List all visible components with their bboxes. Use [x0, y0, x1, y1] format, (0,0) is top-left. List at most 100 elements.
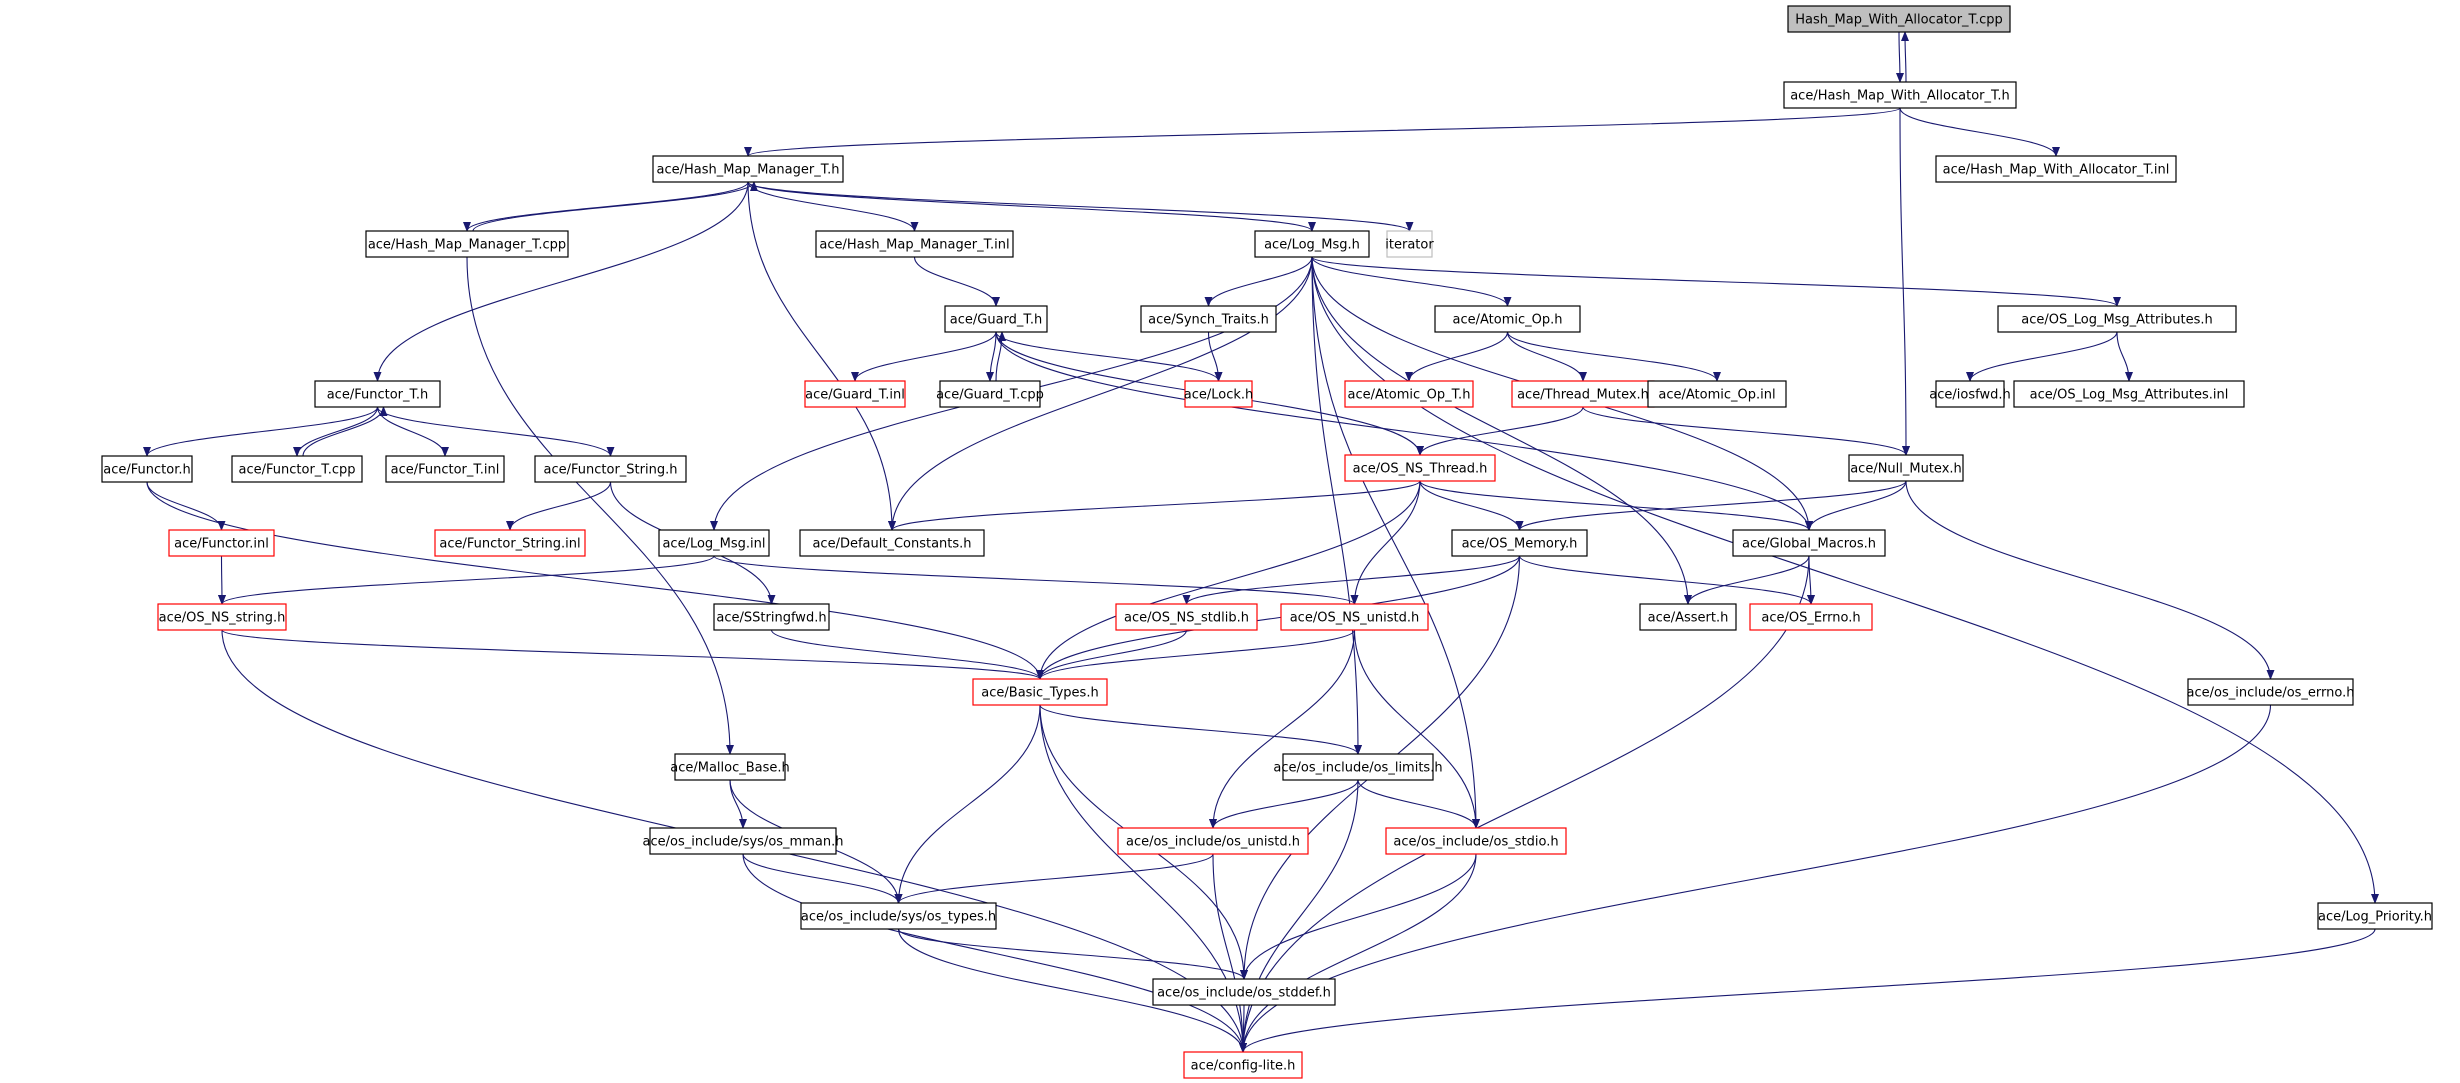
- node-label: ace/Guard_T.cpp: [936, 388, 1044, 403]
- edge-line: [897, 928, 1248, 980]
- node-hmm-h[interactable]: ace/Hash_Map_Manager_T.h: [652, 155, 844, 183]
- edge-hmm_h-to-iterator: [747, 181, 1414, 232]
- edge-hmm_h-to-default_constants: [747, 181, 896, 531]
- node-os-ns-stdlib[interactable]: ace/OS_NS_stdlib.h: [1115, 603, 1258, 631]
- node-guard-h[interactable]: ace/Guard_T.h: [944, 305, 1048, 333]
- node-label: ace/OS_NS_unistd.h: [1290, 611, 1420, 626]
- node-synch-traits[interactable]: ace/Synch_Traits.h: [1140, 305, 1277, 333]
- edge-log_msg_h-to-atomic_op_h: [1311, 256, 1512, 307]
- node-os-log-attr-h[interactable]: ace/OS_Log_Msg_Attributes.h: [1997, 305, 2237, 333]
- node-atomic-op-h[interactable]: ace/Atomic_Op.h: [1434, 305, 1581, 333]
- edge-os_stdio-to-config_lite: [1239, 853, 1477, 1053]
- node-label: ace/Thread_Mutex.h: [1517, 388, 1649, 403]
- node-box: [314, 380, 441, 408]
- node-os-ns-thread[interactable]: ace/OS_NS_Thread.h: [1344, 454, 1496, 482]
- edge-hmm_h-to-hmm_cpp: [463, 181, 749, 232]
- edge-log_msg_h-to-default_constants: [888, 256, 1313, 531]
- node-functor-t-h[interactable]: ace/Functor_T.h: [314, 380, 441, 408]
- node-box: [658, 529, 770, 557]
- node-iosfwd[interactable]: ace/iosfwd.h: [1929, 380, 2011, 408]
- node-functor-inl[interactable]: ace/Functor.inl: [168, 529, 275, 557]
- node-basic-types[interactable]: ace/Basic_Types.h: [972, 678, 1108, 706]
- edge-hmm_h-to-functor_t_h: [373, 181, 749, 382]
- node-sys-os-mman[interactable]: ace/os_include/sys/os_mman.h: [643, 827, 844, 855]
- edge-log_msg_h-to-assert_h: [1311, 256, 1692, 605]
- edge-line: [1515, 480, 1907, 531]
- node-config-lite[interactable]: ace/config-lite.h: [1183, 1051, 1303, 1079]
- node-log-msg-inl[interactable]: ace/Log_Msg.inl: [658, 529, 770, 557]
- node-functor-string-h[interactable]: ace/Functor_String.h: [534, 455, 687, 483]
- edge-line: [1901, 31, 1910, 83]
- node-os-include-errno[interactable]: ace/os_include/os_errno.h: [2187, 678, 2355, 706]
- node-os-memory[interactable]: ace/OS_Memory.h: [1451, 529, 1588, 557]
- edge-line: [851, 331, 997, 382]
- node-os-stdio[interactable]: ace/os_include/os_stdio.h: [1385, 827, 1567, 855]
- node-thread-mutex-h[interactable]: ace/Thread_Mutex.h: [1511, 380, 1655, 408]
- edge-guard_cpp-to-guard_h: [995, 331, 1006, 382]
- edge-line: [1209, 779, 1359, 829]
- edge-functor_t_cpp-to-functor_t_h: [302, 406, 388, 457]
- node-label: ace/os_include/os_stdio.h: [1393, 835, 1558, 850]
- node-box: [1152, 978, 1336, 1006]
- edge-line: [1212, 853, 1247, 1053]
- node-functor-h[interactable]: ace/Functor.h: [101, 455, 193, 483]
- node-box: [799, 529, 985, 557]
- node-hmwa-inl[interactable]: ace/Hash_Map_With_Allocator_T.inl: [1935, 155, 2177, 183]
- node-os-log-attr-inl[interactable]: ace/OS_Log_Msg_Attributes.inl: [2013, 380, 2245, 408]
- node-sys-os-types[interactable]: ace/os_include/sys/os_types.h: [800, 902, 997, 930]
- node-hmwa-h[interactable]: ace/Hash_Map_With_Allocator_T.h: [1783, 81, 2017, 109]
- node-label: ace/Atomic_Op_T.h: [1348, 388, 1471, 403]
- node-os-ns-string[interactable]: ace/OS_NS_string.h: [157, 603, 287, 631]
- node-atomic-op-inl[interactable]: ace/Atomic_Op.inl: [1647, 380, 1787, 408]
- node-box: [944, 305, 1048, 333]
- edge-line: [747, 181, 919, 232]
- edge-line: [1039, 704, 1362, 755]
- node-functor-t-cpp[interactable]: ace/Functor_T.cpp: [231, 455, 363, 483]
- edge-line: [1311, 256, 2379, 904]
- edge-hmm_inl-to-guard_h: [913, 256, 1000, 307]
- node-global-macros[interactable]: ace/Global_Macros.h: [1732, 529, 1886, 557]
- node-os-errno[interactable]: ace/OS_Errno.h: [1749, 603, 1873, 631]
- node-guard-inl[interactable]: ace/Guard_T.inl: [804, 380, 906, 408]
- node-os-unistd[interactable]: ace/os_include/os_unistd.h: [1117, 827, 1309, 855]
- node-box: [713, 603, 830, 631]
- edge-functor_t_h-to-functor_t_inl: [376, 406, 449, 457]
- node-atomic-op-t-h[interactable]: ace/Atomic_Op_T.h: [1344, 380, 1474, 408]
- node-label: ace/OS_NS_string.h: [159, 611, 286, 626]
- edge-functor_t_h-to-functor_t_cpp: [293, 406, 379, 457]
- edge-sys_os_types-to-os_stddef: [897, 928, 1248, 980]
- node-functor-t-inl[interactable]: ace/Functor_T.inl: [385, 455, 505, 483]
- node-label: ace/Functor.inl: [174, 537, 269, 552]
- node-label: ace/Assert.h: [1648, 611, 1729, 626]
- node-functor-string-inl[interactable]: ace/Functor_String.inl: [434, 529, 586, 557]
- node-malloc-base[interactable]: ace/Malloc_Base.h: [670, 753, 790, 781]
- node-os-stddef[interactable]: ace/os_include/os_stddef.h: [1152, 978, 1336, 1006]
- node-box: [1451, 529, 1588, 557]
- node-assert-h[interactable]: ace/Assert.h: [1639, 603, 1737, 631]
- node-hmm-cpp[interactable]: ace/Hash_Map_Manager_T.cpp: [365, 230, 569, 258]
- node-sstringfwd[interactable]: ace/SStringfwd.h: [713, 603, 830, 631]
- edge-line: [1416, 406, 1584, 456]
- node-log-priority[interactable]: ace/Log_Priority.h: [2317, 902, 2433, 930]
- node-box: [1140, 305, 1277, 333]
- edge-hmm_cpp-to-hmm_h: [472, 181, 758, 232]
- edge-line: [373, 181, 749, 382]
- node-box: [1117, 827, 1309, 855]
- edge-line: [1311, 256, 1362, 755]
- edge-os_ns_string-to-basic_types: [221, 629, 1044, 680]
- node-label: ace/os_include/os_errno.h: [2187, 686, 2355, 701]
- node-guard-cpp[interactable]: ace/Guard_T.cpp: [936, 380, 1044, 408]
- edge-guard_h-to-global_macros: [995, 331, 1813, 531]
- node-os-limits[interactable]: ace/os_include/os_limits.h: [1273, 753, 1443, 781]
- node-box: [1183, 1051, 1303, 1079]
- edge-os_limits-to-config_lite: [1239, 779, 1359, 1053]
- node-null-mutex[interactable]: ace/Null_Mutex.h: [1848, 454, 1964, 482]
- node-box: [2317, 902, 2433, 930]
- node-log-msg-h[interactable]: ace/Log_Msg.h: [1254, 230, 1370, 258]
- node-box: [1935, 380, 2005, 408]
- node-default-constants[interactable]: ace/Default_Constants.h: [799, 529, 985, 557]
- node-os-ns-unistd[interactable]: ace/OS_NS_unistd.h: [1280, 603, 1429, 631]
- node-hmm-inl[interactable]: ace/Hash_Map_Manager_T.inl: [815, 230, 1014, 258]
- edge-root-to-hmwa_h: [1895, 31, 1904, 83]
- node-lock-h[interactable]: ace/Lock.h: [1184, 380, 1254, 408]
